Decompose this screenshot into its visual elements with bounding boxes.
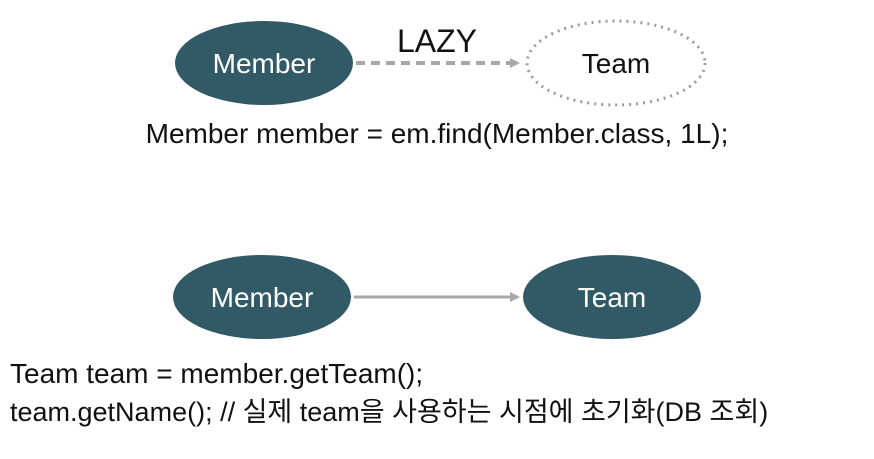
bottom-team-entity [523,255,701,339]
top-member-label: Member [213,48,316,79]
bottom-member-label: Member [211,282,314,313]
find-member-code: Member member = em.find(Member.class, 1L… [145,118,729,149]
lazy-label: LAZY [397,23,477,59]
bottom-relation: Member Team [173,255,701,339]
get-name-code: team.getName(); // 실제 team을 사용하는 시점에 초기화… [10,397,769,427]
top-team-proxy [525,19,707,107]
get-team-code: Team team = member.getTeam(); [10,358,424,389]
bottom-member-entity [173,255,351,339]
top-team-label: Team [582,48,650,79]
top-member-entity [175,21,353,105]
bottom-team-label: Team [578,282,646,313]
top-relation: Member LAZY Team [175,19,707,107]
